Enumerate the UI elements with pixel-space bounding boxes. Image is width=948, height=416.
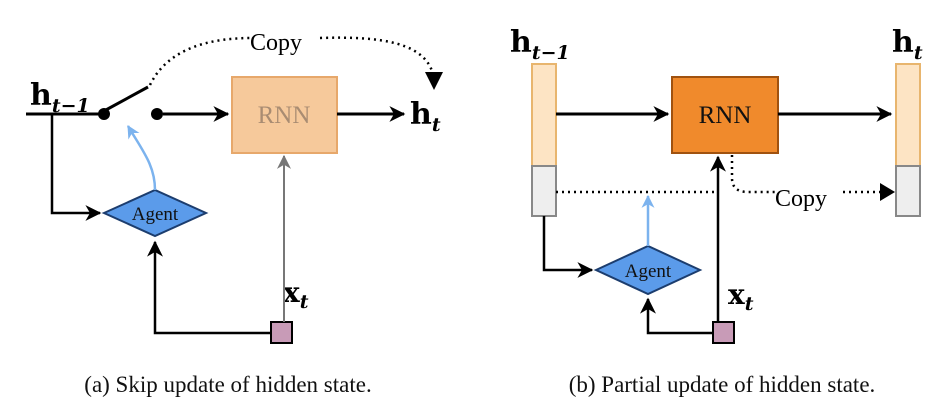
panel-b-rnn-label: RNN xyxy=(699,102,752,129)
panel-a-agent-label: Agent xyxy=(132,204,179,225)
panel-b-h-to-agent-arrow xyxy=(542,216,594,278)
panel-a-copy-label: Copy xyxy=(250,30,302,56)
panel-a-h-to-agent-arrow xyxy=(50,114,102,221)
panel-b-hidden-next-top xyxy=(895,63,921,167)
panel-a-rnn-label: RNN xyxy=(258,102,311,129)
panel-b-hidden-next-bottom xyxy=(895,165,921,217)
panel-a-x-input-box xyxy=(270,321,293,344)
panel-a-h-prev-label: ht−1 xyxy=(30,78,90,117)
panel-b-caption: (b) Partial update of hidden state. xyxy=(569,372,876,397)
panel-a-agent-to-switch-arrow xyxy=(126,125,157,191)
panel-a-x-label: xt xyxy=(283,276,309,313)
panel-b-copy-arrowhead xyxy=(880,183,895,201)
panel-b-h-prev-label: ht−1 xyxy=(510,25,570,64)
panel-a-caption: (a) Skip update of hidden state. xyxy=(84,372,371,397)
panel-a-h-next-label: ht xyxy=(410,97,441,136)
panel-b-h-next-label: ht xyxy=(892,25,923,64)
panel-b: ht−1 RNN ht Copy Agent xyxy=(510,25,923,397)
panel-b-x-to-agent-arrow xyxy=(640,297,713,335)
panel-a-agent-diamond xyxy=(101,188,209,238)
panel-b-copy-line-right xyxy=(730,155,885,194)
panel-a-switch-left-dot xyxy=(98,108,110,120)
panel-b-agent-label: Agent xyxy=(625,261,672,282)
panel-a-copy-arc xyxy=(148,36,436,86)
panel-a-switch-lever xyxy=(103,85,149,113)
panel-b-hidden-prev-top xyxy=(531,63,557,167)
panel-a-x-to-agent-arrow xyxy=(147,240,271,335)
panel-a-switch-right-dot xyxy=(151,108,163,120)
panel-b-agent-diamond xyxy=(593,244,703,296)
panel-a: ht−1 RNN ht Copy Agent xt xyxy=(26,30,443,397)
panel-b-copy-label: Copy xyxy=(775,186,827,212)
panel-b-hidden-prev-bottom xyxy=(531,165,557,217)
panel-a-copy-arrowhead xyxy=(425,72,443,90)
panel-b-x-input-box xyxy=(712,321,735,344)
panel-b-x-label: xt xyxy=(728,278,754,315)
